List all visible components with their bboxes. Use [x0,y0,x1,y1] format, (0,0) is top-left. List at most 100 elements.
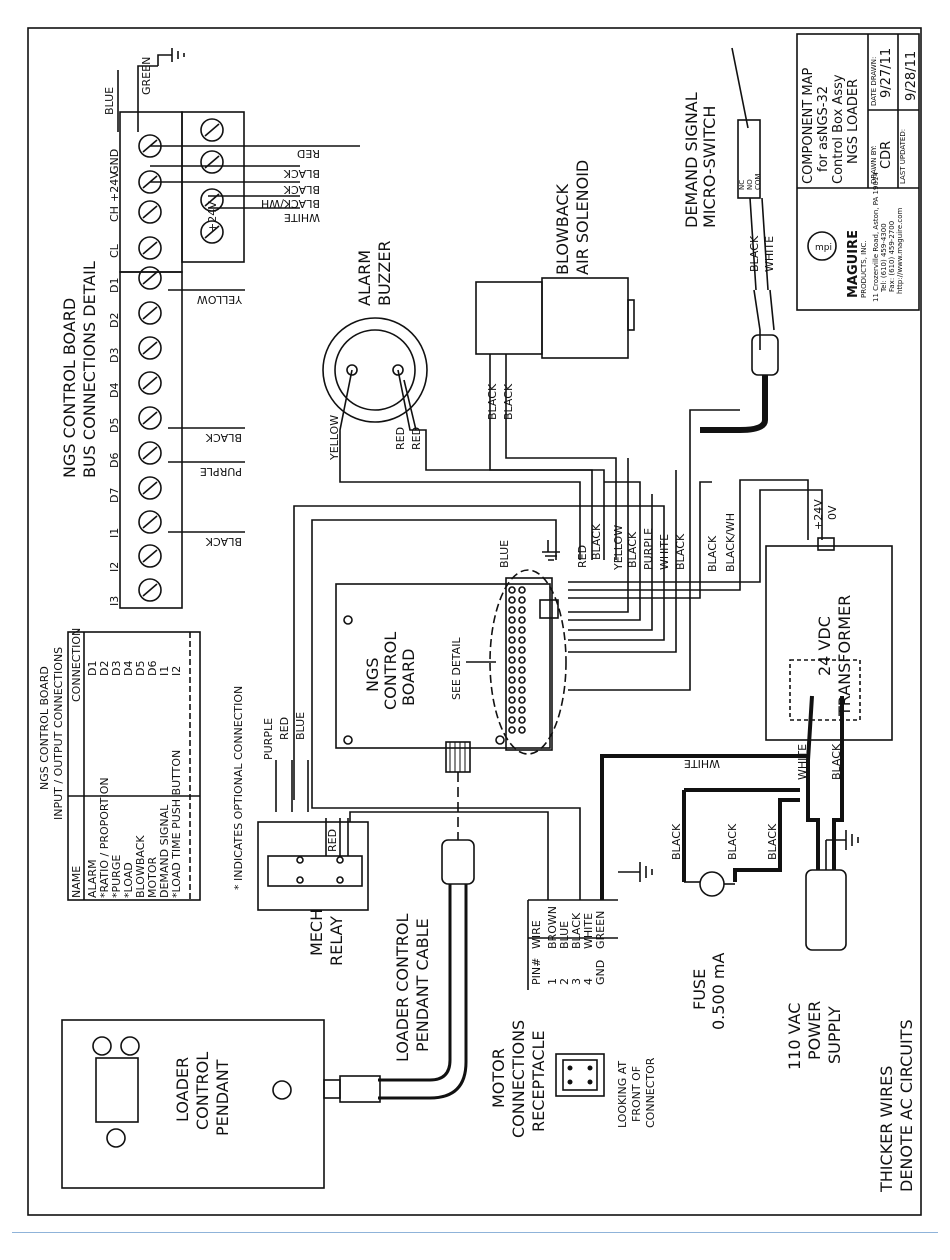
power-supply: 110 VAC POWER SUPPLY [785,830,859,1070]
relay-wire-red: RED [278,717,291,740]
pendant-title-3: PENDANT [213,1059,232,1136]
board-pin [508,616,516,624]
solenoid-title-1: BLOWBACK [553,183,572,275]
solenoid-wire-2: BLACK [502,383,515,420]
bus-wire-label: RED [576,545,589,568]
screw-slot [142,515,158,529]
term-i1: I1 [108,528,121,538]
bus-connections-detail: I3 I2 I1 D7 D6 D5 D4 D3 D2 D1 CL CH +24V… [60,48,360,609]
io-connections-table: NGS CONTROL BOARD INPUT / OUTPUT CONNECT… [38,628,245,901]
pendant-title-2: CONTROL [193,1052,212,1130]
title-line-3: Control Box Assy [831,74,846,184]
solenoid-title-2: AIR SOLENOID [573,160,592,275]
board-pin [518,606,526,614]
title-line-4: NGS LOADER [846,79,861,164]
company-sub: PRODUCTS, INC. [860,240,868,298]
board-pin [518,666,526,674]
bus-wire-label: BLACK [626,531,639,568]
power-title-1: 110 VAC [785,1003,804,1070]
board-title-1: NGS [363,657,382,692]
transformer-plus24v: +24V [812,499,825,530]
drawn-by-value: CDR [879,141,894,169]
board-pin [518,706,526,714]
term-cl: CL [108,243,121,258]
transformer-wire-black: BLACK [830,743,843,780]
term-d7: D7 [108,488,121,503]
motor-connections-table: PIN# WIRE 1BROWN2BLUE3BLACK4WHITEGNDGREE… [527,862,653,990]
screw-terminal [138,441,162,465]
board-pin [508,656,516,664]
detail-title-2: BUS CONNECTIONS DETAIL [80,261,99,478]
detail-wire-white: WHITE [284,211,320,224]
relay-title-1: MECH [307,909,326,956]
bus-wire-label: BLACK/WH [724,513,737,572]
screw-terminal [138,476,162,500]
motor-pin-header: PIN# [530,958,543,985]
screw-terminal [200,118,224,142]
cable-title-2: PENDANT CABLE [413,918,432,1052]
screw-terminal [138,236,162,260]
board-title-2: CONTROL [381,632,400,710]
date-drawn-label: DATE DRAWN: [870,57,878,106]
detail-wire-yellow: YELLOW [197,293,243,306]
date-drawn-value: 9/27/11 [879,48,894,98]
mpi-logo [807,231,837,261]
board-pin [508,666,516,674]
io-footnote: * INDICATES OPTIONAL CONNECTION [232,686,245,890]
receptacle-title-2: CONNECTIONS [509,1020,528,1138]
fuse: BLACK BLACK BLACK FUSE 0.500 mA [670,823,779,1030]
board-pin [518,686,526,694]
bus-wire-label: YELLOW [612,525,625,571]
title-line-2: for asNGS-32 [816,86,831,172]
detail-title-1: NGS CONTROL BOARD [60,298,79,478]
motor-wire-header: WIRE [530,920,543,949]
detail-wire-black-2: BLACK [283,183,320,196]
screw-terminal [138,578,162,602]
io-row-name: MOTOR [146,856,159,898]
motor-row-pin: 3 [570,978,583,985]
relay-red-label: RED [326,829,339,852]
detail-wire-red: RED [297,147,320,160]
board-pin [508,626,516,634]
ms-title-1: DEMAND SIGNAL [682,92,701,228]
screw-slot [142,205,158,219]
board-pin [518,616,526,624]
ms-pin-no: NO [746,179,754,190]
screw-slot [142,376,158,390]
loader-pendant: LOADER CONTROL PENDANT [61,1019,325,1189]
io-row-conn: D2 [98,661,111,676]
power-title-2: POWER [805,1001,824,1060]
screw-terminal [138,266,162,290]
looking-at-3: CONNECTOR [644,1057,657,1128]
transformer-wire-white-2: WHITE [684,757,720,770]
motor-row-pin: GND [594,960,607,985]
ms-pin-com: COM [754,174,762,190]
detail-wire-green: GREEN [140,57,153,95]
ms-wire-black: BLACK [748,235,761,272]
alarm-title-2: BUZZER [375,240,394,306]
last-updated-label: LAST UPDATED: [899,129,907,184]
io-row-name: *LOAD [122,862,135,898]
relay-wire-purple: PURPLE [262,718,275,760]
screw-slot [142,241,158,255]
io-row-conn: D6 [146,661,159,676]
screw-slot [142,549,158,563]
board-pin [508,686,516,694]
io-title-1: NGS CONTROL BOARD [38,666,51,790]
alarm-wire-yellow: YELLOW [328,415,341,461]
detail-wire-black-wh: BLACK/WH [261,197,320,210]
screw-terminal [138,301,162,325]
note-line-1: THICKER WIRES [877,1066,896,1193]
screw-slot [142,481,158,495]
screw-slot [142,341,158,355]
company-tel: Tel: (610) 459-4300 [880,223,888,293]
io-row-name: DEMAND SIGNAL [158,804,171,898]
screw-terminal [200,220,224,244]
detail-wire-black-1: BLACK [283,167,320,180]
io-row-conn: D5 [134,661,147,676]
detail-wire-black-d5: BLACK [205,431,242,444]
fuse-black-3: BLACK [766,823,779,860]
title-line-1: COMPONENT MAP [801,68,816,184]
